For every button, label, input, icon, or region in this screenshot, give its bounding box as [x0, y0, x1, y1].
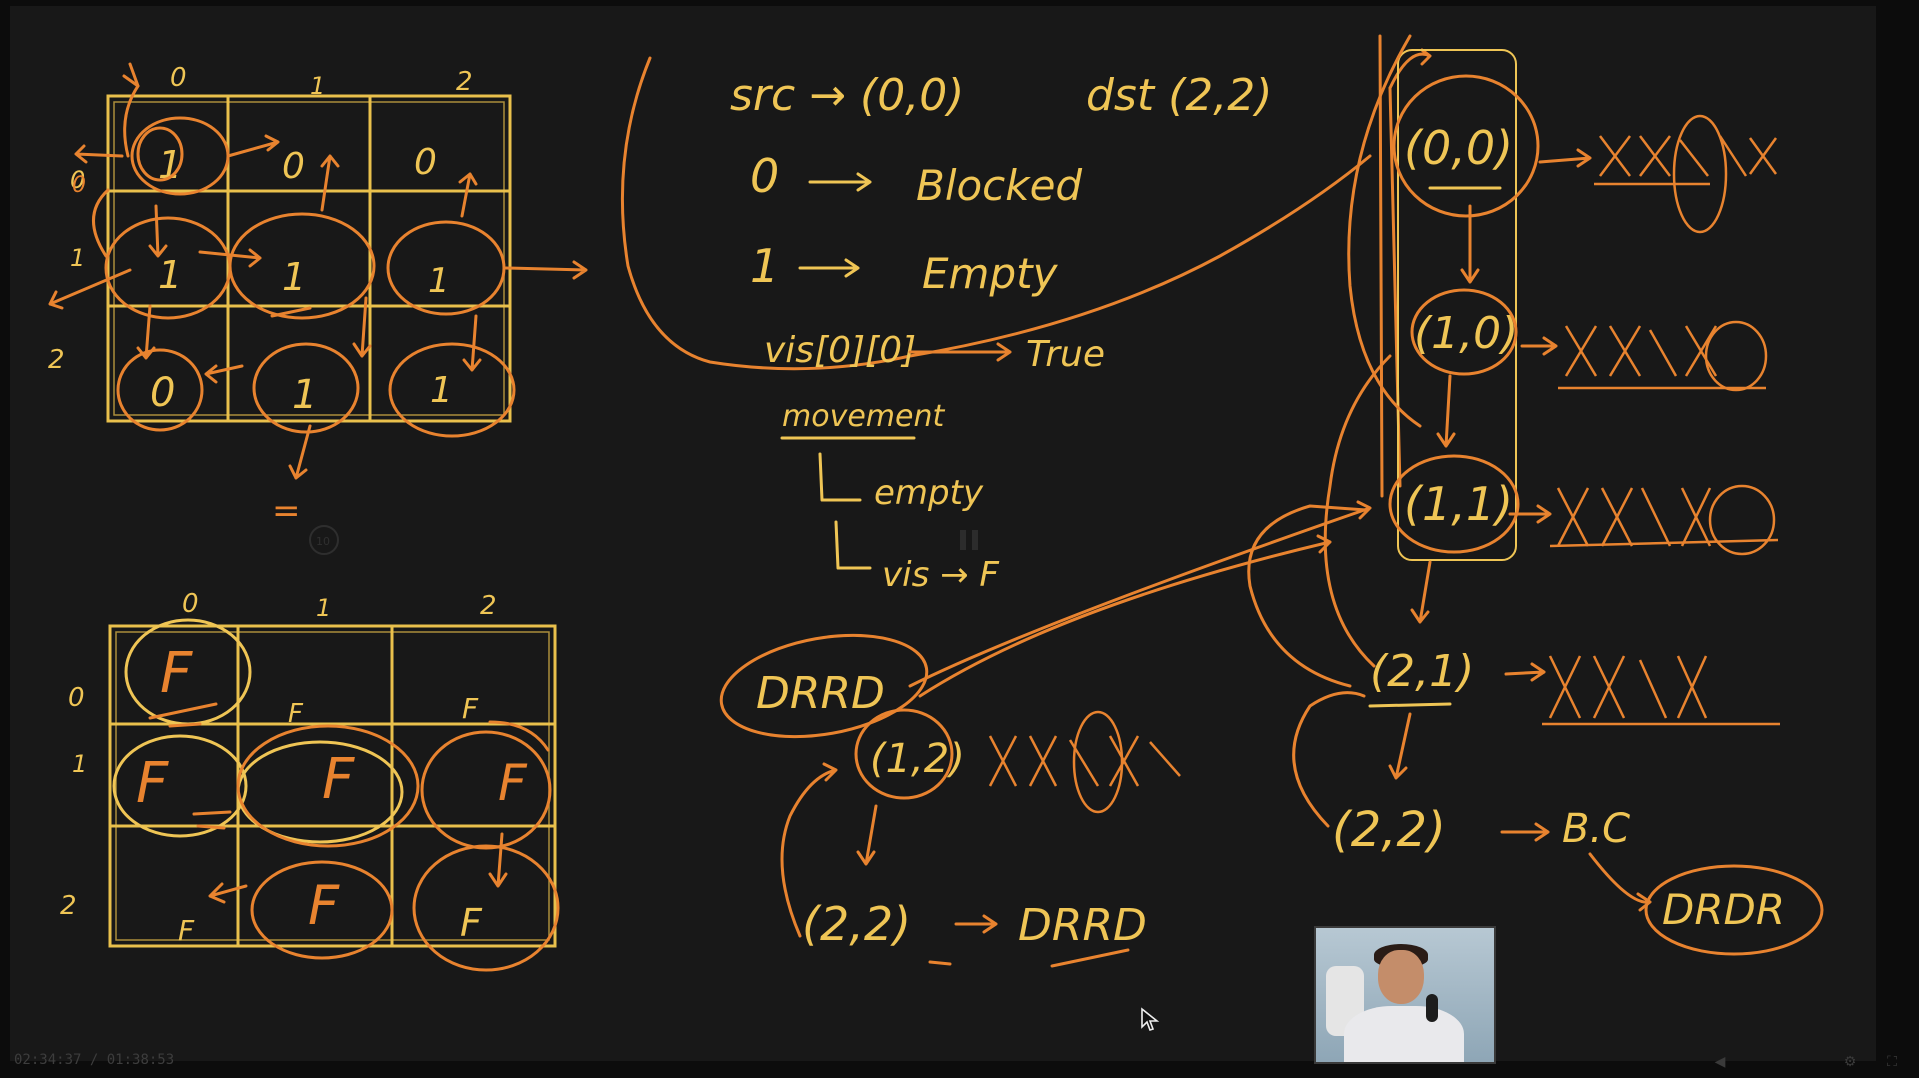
time-separator: /: [81, 1052, 107, 1068]
note-blocked: Blocked: [916, 161, 1082, 210]
grid1-traversal-strokes: [48, 62, 588, 480]
time-total: 01:38:53: [106, 1052, 175, 1068]
whiteboard-drawing: 0 1 2 0 1 2 1 0 0 1 1 1 0 1 1 0 =: [48, 34, 1824, 972]
problem-notes: src → (0,0) dst (2,2) 0 Blocked 1 Empty …: [620, 56, 1372, 595]
grid2-cell-2-0: F: [178, 914, 195, 947]
fullscreen-icon[interactable]: ⛶: [1887, 1054, 1897, 1070]
grid2-cell-1-1: F: [322, 747, 355, 812]
instructor-webcam: [1314, 926, 1496, 1064]
note-movement-empty: empty: [874, 473, 984, 513]
settings-gear-icon[interactable]: ⚙: [1843, 1054, 1857, 1070]
crossed-direction-lists: [1542, 114, 1780, 726]
grid1-row-0: 0: [70, 166, 85, 194]
grid1-col-2: 2: [456, 67, 473, 97]
grid1-cell-1-1: 1: [282, 255, 306, 299]
grid2-cell-2-1: F: [308, 874, 340, 937]
note-empty: Empty: [922, 249, 1059, 298]
video-timecode: 02:34:37 / 01:38:53: [14, 1052, 174, 1068]
grid1-cell-1-2: 1: [428, 261, 450, 301]
grid1-cell-2-2: 1: [430, 370, 453, 411]
volume-icon[interactable]: ◀: [1714, 1054, 1726, 1070]
time-current: 02:34:37: [14, 1052, 82, 1068]
rewind-10-label: 10: [316, 535, 330, 548]
note-movement: movement: [782, 399, 945, 434]
recursion-stack: (0,0) (1,0) (1,1) (2,1) (2,2) B.C DRDR: [1247, 34, 1824, 956]
grid1-row-1: 1: [70, 244, 85, 272]
lower-path-target: (2,2): [802, 897, 911, 951]
grid2-cell-2-2: F: [460, 901, 483, 945]
lower-path-label: DRRD: [756, 668, 885, 719]
grid2-cell-1-0: F: [136, 751, 169, 816]
grid2-cell-1-2: F: [498, 754, 528, 812]
lower-path-node: (1,2): [870, 736, 965, 782]
grid2-col-0: 0: [182, 589, 199, 619]
grid1-col-1: 1: [310, 72, 325, 100]
stack-result: DRDR: [1662, 885, 1785, 934]
note-vis: vis[0][0]: [764, 330, 916, 371]
grid1-dash: =: [272, 491, 301, 531]
grid1-cell-1-0: 1: [158, 253, 182, 297]
note-true: True: [1026, 334, 1105, 375]
stack-item-3: (2,1): [1370, 646, 1474, 697]
grid2-col-1: 1: [316, 594, 331, 622]
grid2-traversal-strokes: [112, 618, 560, 972]
note-one: 1: [750, 239, 779, 293]
note-movement-vis: vis → F: [882, 555, 999, 595]
grid2-row-0: 0: [68, 683, 85, 713]
grid1-cell-2-0: 0: [150, 370, 175, 416]
grid2-col-2: 2: [480, 591, 497, 621]
stack-item-0: (0,0): [1404, 121, 1513, 175]
grid2-cell-0-2: F: [462, 692, 479, 725]
grid2-row-2: 2: [60, 891, 77, 921]
note-dst: dst (2,2): [1086, 70, 1272, 121]
stack-item-1: (1,0): [1414, 308, 1518, 359]
grid1-cell-0-2: 0: [414, 142, 437, 183]
grid1-stray-label: 0: [72, 173, 86, 198]
grid1-cell-0-1: 0: [282, 146, 305, 187]
lower-path-result: DRRD: [1018, 900, 1147, 951]
grid1-cell-2-1: 1: [292, 372, 317, 418]
grid1-col-0: 0: [170, 63, 187, 93]
pause-icon[interactable]: [960, 530, 978, 550]
grid-2: 0 1 2 0 1 2 F F F F F F F F F: [60, 589, 560, 972]
stack-item-4: (2,2): [1332, 802, 1446, 858]
lower-path: DRRD (1,2) (2,2) DRRD: [719, 500, 1372, 968]
grid-1: 0 1 2 0 1 2 1 0 0 1 1 1 0 1 1 0 =: [48, 62, 588, 531]
whiteboard-canvas: 0 1 2 0 1 2 1 0 0 1 1 1 0 1 1 0 =: [10, 6, 1876, 1064]
mouse-cursor-icon: [1141, 1007, 1160, 1032]
stack-item-2: (1,1): [1404, 477, 1513, 531]
grid2-cell-0-0: F: [160, 641, 193, 706]
base-case-label: B.C: [1562, 806, 1630, 852]
note-zero: 0: [750, 149, 779, 203]
grid1-row-2: 2: [48, 345, 65, 375]
grid2-row-1: 1: [72, 750, 87, 778]
note-src: src → (0,0): [730, 70, 964, 121]
grid2-cell-0-1: F: [288, 699, 304, 729]
rewind-10-icon[interactable]: 10: [309, 525, 339, 555]
video-controls: 02:34:37 / 01:38:53 ◀ ⚙ ⛶: [10, 1052, 1910, 1074]
